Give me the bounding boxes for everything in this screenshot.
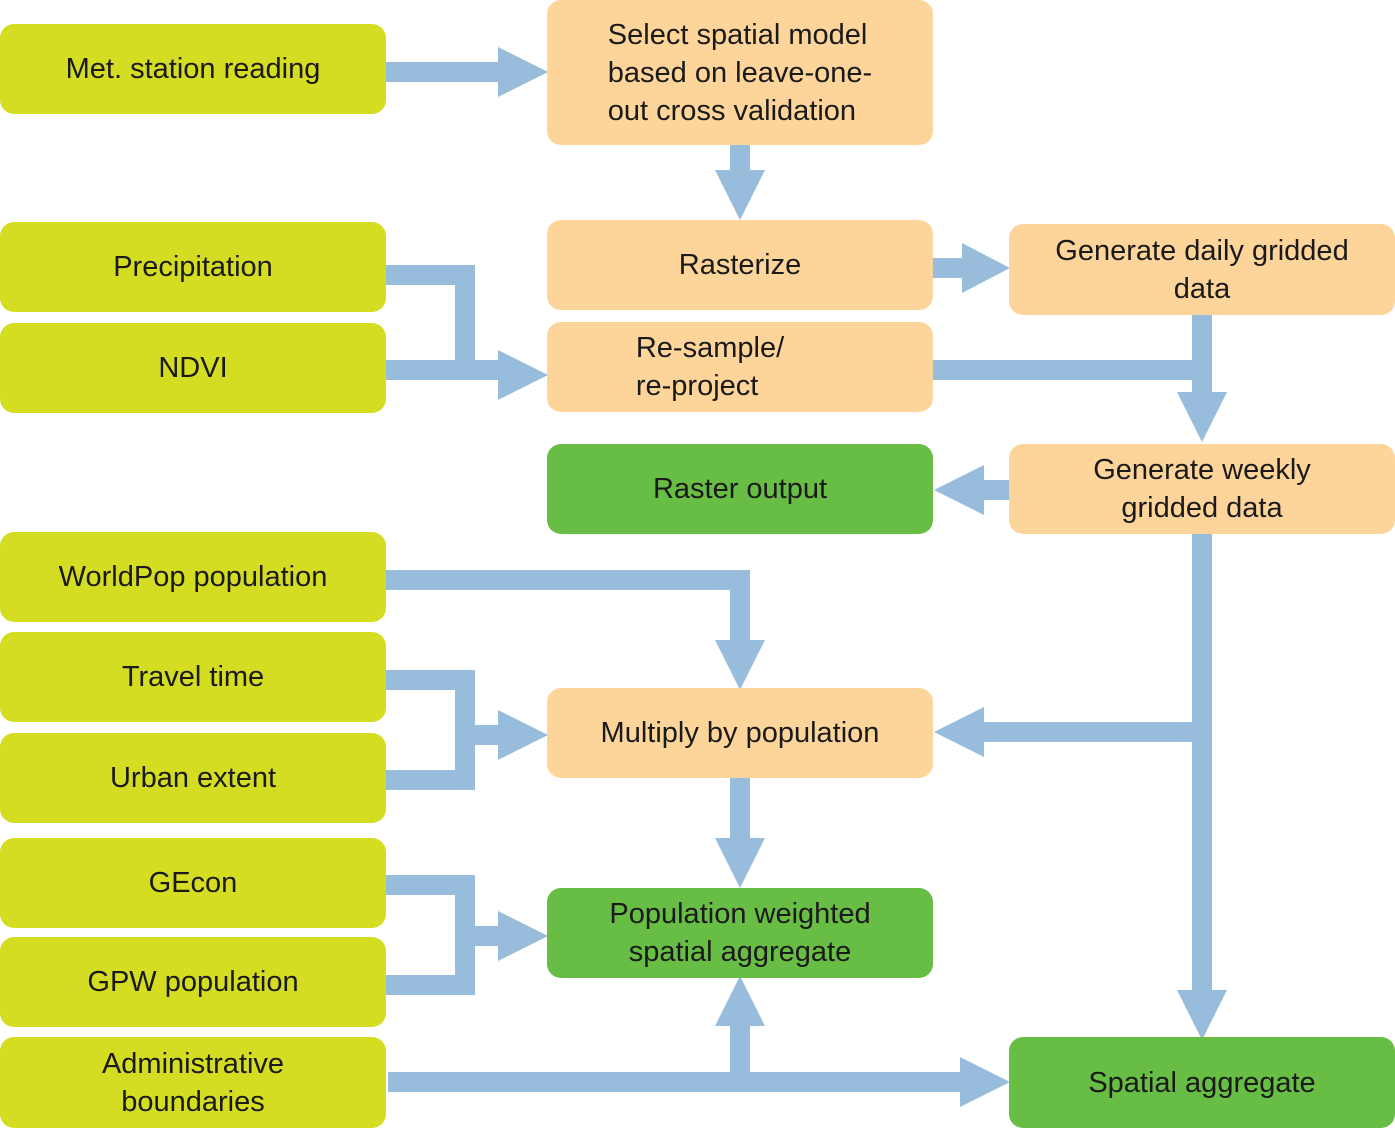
urban-extent-box: Urban extent <box>0 733 386 823</box>
arrowhead-daily <box>962 243 1010 293</box>
gecon-label: GEcon <box>148 867 238 899</box>
arrowhead-rasterize <box>715 170 765 220</box>
precipitation-box: Precipitation <box>0 222 386 312</box>
arrow-travel-h <box>385 670 475 690</box>
arrow-precip-v <box>455 265 475 380</box>
gpw-population-box: GPW population <box>0 937 386 1027</box>
arrow-met-to-select <box>385 62 500 82</box>
arrowhead-pop-weighted-bottom <box>715 976 765 1026</box>
spatial-aggregate-box: Spatial aggregate <box>1009 1037 1395 1128</box>
administrative-boundaries-box: Administrative boundaries <box>0 1037 386 1128</box>
arrowhead-raster <box>934 465 984 515</box>
arrowhead-multiply-right <box>934 707 984 757</box>
select-spatial-model-box: Select spatial model based on leave-one-… <box>547 0 933 145</box>
arrow-gecon-h <box>385 875 475 895</box>
generate-daily-gridded-box: Generate daily gridded data <box>1009 224 1395 315</box>
met-station-reading-box: Met. station reading <box>0 24 386 114</box>
rasterize-box: Rasterize <box>547 220 933 310</box>
arrowhead-multiply-top <box>715 640 765 690</box>
urban-extent-label: Urban extent <box>109 762 277 794</box>
gpw-population-label: GPW population <box>87 966 299 998</box>
select-spatial-model-label: Select spatial model based on leave-one-… <box>607 18 873 127</box>
population-weighted-aggregate-label: Population weighted spatial aggregate <box>609 898 871 968</box>
gecon-box: GEcon <box>0 838 386 928</box>
population-weighted-aggregate-box: Population weighted spatial aggregate <box>547 888 933 978</box>
resample-label: Re-sample/ re-project <box>635 332 785 402</box>
arrow-admin-h <box>388 1072 963 1092</box>
arrowhead-pop-weighted-left <box>498 911 548 961</box>
generate-daily-gridded-label: Generate daily gridded data <box>1055 234 1349 305</box>
arrow-ndvi-h <box>385 360 500 380</box>
arrow-weekly-to-raster <box>982 480 1012 500</box>
arrowhead-multiply-left <box>498 710 548 760</box>
arrowhead-spatial-aggregate-left <box>960 1057 1010 1107</box>
arrow-admin-up <box>730 1024 750 1092</box>
arrow-rasterize-to-daily <box>932 258 964 278</box>
worldpop-population-box: WorldPop population <box>0 532 386 622</box>
arrow-multiply-down <box>730 776 750 840</box>
generate-weekly-gridded-box: Generate weekly gridded data <box>1009 444 1395 534</box>
arrow-weekly-down <box>1192 532 1212 992</box>
raster-output-box: Raster output <box>547 444 933 534</box>
arrow-travel-urban-out <box>455 725 500 745</box>
administrative-boundaries-label: Administrative boundaries <box>101 1047 285 1118</box>
multiply-by-population-box: Multiply by population <box>547 688 933 778</box>
travel-time-label: Travel time <box>121 661 265 693</box>
arrow-resample-to-join <box>932 360 1212 380</box>
arrow-worldpop-h <box>385 570 750 590</box>
arrowhead-select-input <box>498 47 548 97</box>
resample-box: Re-sample/ re-project <box>547 322 933 412</box>
travel-time-box: Travel time <box>0 632 386 722</box>
rasterize-label: Rasterize <box>678 249 802 281</box>
arrowhead-spatial-aggregate <box>1177 990 1227 1040</box>
arrowhead-weekly <box>1177 392 1227 442</box>
arrow-urban-h <box>385 770 475 790</box>
generate-weekly-gridded-label: Generate weekly gridded data <box>1093 454 1311 524</box>
ndvi-box: NDVI <box>0 323 386 413</box>
spatial-aggregate-label: Spatial aggregate <box>1088 1066 1316 1099</box>
ndvi-label: NDVI <box>158 352 228 384</box>
arrow-gecon-gpw-out <box>455 926 500 946</box>
precipitation-label: Precipitation <box>113 251 273 283</box>
multiply-by-population-label: Multiply by population <box>600 717 880 749</box>
arrow-select-to-rasterize <box>730 145 750 172</box>
arrowhead-resample <box>498 350 548 400</box>
met-station-reading-label: Met. station reading <box>65 53 321 85</box>
arrow-precip-h <box>385 265 475 285</box>
arrow-daily-down <box>1192 314 1212 394</box>
arrow-gpw-h <box>385 975 475 995</box>
arrowhead-pop-weighted-top <box>715 838 765 888</box>
worldpop-population-label: WorldPop population <box>58 561 328 593</box>
raster-output-label: Raster output <box>652 473 828 505</box>
arrow-branch-to-multiply <box>982 722 1212 742</box>
arrow-worldpop-v <box>730 570 750 642</box>
